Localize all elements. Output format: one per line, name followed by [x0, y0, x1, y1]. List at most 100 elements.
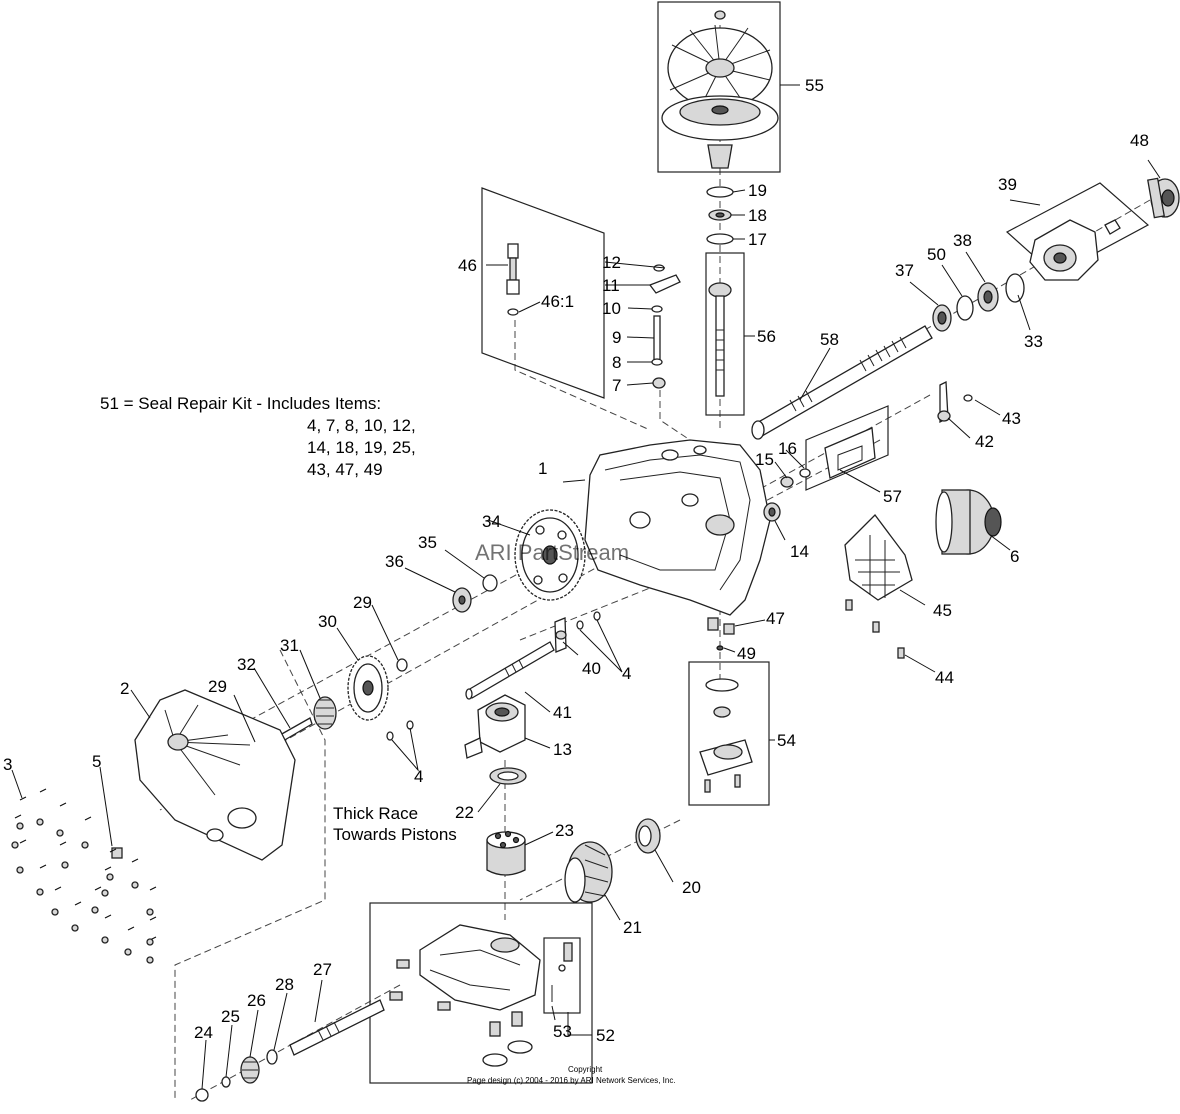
- leader-lines: [11, 84, 1161, 1090]
- callout-36: 36: [385, 552, 404, 571]
- race-note-line-1: Thick Race: [333, 804, 418, 823]
- parts-14-15-16-seals: [763, 468, 811, 522]
- part-5-plug: [111, 847, 123, 859]
- callout-31: 31: [280, 636, 299, 655]
- part-30-gear: [347, 655, 389, 721]
- callout-37: 37: [895, 261, 914, 280]
- callout-34: 34: [482, 512, 501, 531]
- part-23-cylinder-block: [486, 830, 526, 876]
- callout-49: 49: [737, 644, 756, 663]
- race-note-line-2: Towards Pistons: [333, 825, 457, 844]
- part-21-motor-block: [564, 841, 613, 903]
- part-40-fork: [554, 617, 567, 653]
- callout-4-lower: 4: [414, 767, 423, 786]
- callout-13: 13: [553, 740, 572, 759]
- part-44-bolts: [845, 599, 905, 659]
- callout-44: 44: [935, 668, 954, 687]
- callout-54: 54: [777, 731, 796, 750]
- copyright-notice: Copyright Page design (c) 2004 - 2016 by…: [467, 1065, 676, 1085]
- part-34-large-gear: [514, 509, 586, 601]
- watermark-text: ARI PartStream: [475, 540, 629, 565]
- seal-kit-line-2: 4, 7, 8, 10, 12,: [307, 416, 416, 435]
- box-56-input-shaft: [705, 252, 745, 416]
- callout-46-1: 46:1: [541, 292, 574, 311]
- part-2-side-cover: [134, 689, 296, 861]
- part-4-rings: [386, 611, 601, 741]
- part-53-relief-valve: [551, 942, 573, 1002]
- parts-24-25-26-28: [195, 1049, 278, 1102]
- callout-18: 18: [748, 206, 767, 225]
- part-56-input-shaft: [708, 282, 732, 397]
- box-52-center-section: [369, 902, 593, 1084]
- callout-12: 12: [602, 253, 621, 272]
- part-54-filter-housing: [699, 678, 753, 793]
- callout-17: 17: [748, 230, 767, 249]
- callout-22: 22: [455, 803, 474, 822]
- callout-29: 29: [353, 593, 372, 612]
- callout-47: 47: [766, 609, 785, 628]
- part-57-bracket: [824, 427, 876, 479]
- part-6-oil-filter: [935, 489, 1002, 555]
- callout-6: 6: [1010, 547, 1019, 566]
- callout-8: 8: [612, 353, 621, 372]
- callout-40: 40: [582, 659, 601, 678]
- seal-kit-line-3: 14, 18, 19, 25,: [307, 438, 416, 457]
- callout-14: 14: [790, 542, 809, 561]
- part-27-motor-shaft: [289, 999, 385, 1056]
- callout-55: 55: [805, 76, 824, 95]
- part-45-guard: [844, 514, 913, 601]
- parts-42-43-brake-arm: [937, 380, 973, 424]
- box-46-valve: [481, 187, 605, 399]
- callout-3: 3: [3, 755, 12, 774]
- part-41-shaft: [465, 641, 555, 700]
- part-46-control-valve: [506, 243, 520, 316]
- box-53-relief-valve: [543, 937, 581, 1014]
- part-20-bearing: [635, 818, 661, 854]
- copyright-line-2: Page design (c) 2004 - 2016 by ARI Netwo…: [467, 1076, 676, 1085]
- callout-15: 15: [755, 450, 774, 469]
- callout-23: 23: [555, 821, 574, 840]
- callout-46: 46: [458, 256, 477, 275]
- callout-58: 58: [820, 330, 839, 349]
- parts-35-36-bearing: [452, 574, 498, 613]
- callout-20: 20: [682, 878, 701, 897]
- parts-47-49-plugs: [707, 617, 735, 651]
- part-3-bolts: [11, 788, 157, 964]
- callout-56: 56: [757, 327, 776, 346]
- callout-1: 1: [538, 459, 547, 478]
- box-55-fan-pulley: [657, 1, 781, 173]
- callout-33: 33: [1024, 332, 1043, 351]
- parts-7-12-control-arm: [648, 264, 681, 389]
- callout-21: 21: [623, 918, 642, 937]
- callout-43: 43: [1002, 409, 1021, 428]
- callout-4-upper: 4: [622, 664, 631, 683]
- seal-kit-line-1: 51 = Seal Repair Kit - Includes Items:: [100, 394, 381, 413]
- callout-41: 41: [553, 703, 572, 722]
- callout-30: 30: [318, 612, 337, 631]
- box-54-filter-housing: [688, 661, 770, 806]
- callout-29-lower: 29: [208, 677, 227, 696]
- callout-32: 32: [237, 655, 256, 674]
- callout-50: 50: [927, 245, 946, 264]
- part-48-bearing: [1147, 177, 1180, 219]
- callout-52: 52: [596, 1026, 615, 1045]
- copyright-line-1: Copyright: [568, 1065, 603, 1074]
- group-boxes: [369, 1, 1150, 1084]
- callout-53: 53: [553, 1022, 572, 1041]
- seal-kit-line-4: 43, 47, 49: [307, 460, 383, 479]
- callout-19: 19: [748, 181, 767, 200]
- callout-27: 27: [313, 960, 332, 979]
- callout-26: 26: [247, 991, 266, 1010]
- seal-repair-kit-note: 51 = Seal Repair Kit - Includes Items: 4…: [100, 394, 416, 479]
- callout-10: 10: [602, 299, 621, 318]
- callout-45: 45: [933, 601, 952, 620]
- callout-38: 38: [953, 231, 972, 250]
- callout-2: 2: [120, 679, 129, 698]
- callout-35: 35: [418, 533, 437, 552]
- callout-48: 48: [1130, 131, 1149, 150]
- callout-7: 7: [612, 376, 621, 395]
- part-1-main-housing: [584, 439, 771, 616]
- callout-57: 57: [883, 487, 902, 506]
- callout-28: 28: [275, 975, 294, 994]
